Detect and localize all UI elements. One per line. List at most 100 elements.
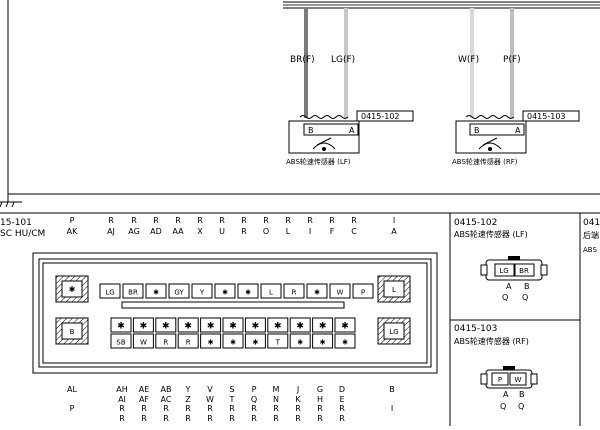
top-pin: AG bbox=[128, 227, 140, 236]
bottom-pin: T bbox=[229, 395, 235, 404]
pin-cell-label: ✱ bbox=[230, 339, 236, 347]
pin-cell-label: W bbox=[337, 289, 344, 297]
pin-cell bbox=[312, 333, 334, 349]
pin-cell bbox=[289, 317, 311, 333]
pin-cell-label: ✱ bbox=[208, 339, 214, 347]
svg-text:A: A bbox=[506, 282, 512, 291]
top-wire-color: R bbox=[108, 216, 114, 225]
pin-cell-label: Y bbox=[199, 289, 205, 297]
pin-cell bbox=[289, 333, 311, 349]
pin-cell bbox=[334, 317, 356, 333]
pin-cell-label: P bbox=[361, 289, 365, 297]
svg-text:P: P bbox=[498, 376, 502, 384]
svg-text:B: B bbox=[524, 282, 530, 291]
pin-cell bbox=[237, 283, 259, 299]
svg-text:BR: BR bbox=[519, 267, 529, 275]
bottom-pin: AF bbox=[139, 395, 149, 404]
bottom-wire-color: R bbox=[185, 414, 191, 423]
bottom-pin: G bbox=[317, 385, 323, 394]
bottom-wire-color: R bbox=[119, 414, 125, 423]
pin-cell-label: ✱ bbox=[184, 322, 192, 332]
top-wire-color: R bbox=[131, 216, 137, 225]
pin-cell-label: R bbox=[292, 289, 297, 297]
pin-cell bbox=[244, 317, 266, 333]
top-wire-color: R bbox=[329, 216, 335, 225]
bottom-wire-color: R bbox=[207, 414, 213, 423]
pin-cell bbox=[177, 317, 199, 333]
bottom-wire-color: R bbox=[295, 414, 301, 423]
top-wire-color: R bbox=[153, 216, 159, 225]
pin-cell bbox=[132, 333, 154, 349]
svg-text:B: B bbox=[474, 126, 480, 135]
top-wire-color: I bbox=[393, 216, 395, 225]
top-pin: U bbox=[219, 227, 225, 236]
bottom-wire-color: R bbox=[163, 404, 169, 413]
top-wire-color: R bbox=[219, 216, 225, 225]
pin-cell-label: ✱ bbox=[314, 289, 320, 297]
pin-cell-label: ✱ bbox=[117, 322, 125, 332]
pin-cell bbox=[110, 317, 132, 333]
bottom-pin: E bbox=[339, 395, 344, 404]
svg-text:A: A bbox=[503, 390, 509, 399]
bottom-wire-color: R bbox=[273, 414, 279, 423]
top-pin: L bbox=[286, 227, 291, 236]
panel-cut-line3: ABS bbox=[583, 246, 597, 254]
bottom-pin: AI bbox=[118, 395, 126, 404]
bottom-pin: W bbox=[206, 395, 214, 404]
panel-lf-caption: ABS轮速传感器 (LF) bbox=[454, 229, 528, 239]
pin-cell-label: W bbox=[140, 339, 147, 347]
bottom-wire-color: I bbox=[391, 404, 393, 413]
bottom-wire-color: P bbox=[70, 404, 75, 413]
svg-text:Q: Q bbox=[518, 402, 524, 411]
svg-text:A: A bbox=[515, 126, 521, 135]
bottom-wire-color: R bbox=[317, 404, 323, 413]
pin-cell-label: ✱ bbox=[341, 322, 349, 332]
pin-row-2a: ✱✱✱✱✱✱✱✱✱✱✱ bbox=[110, 317, 356, 333]
pin-cell bbox=[267, 317, 289, 333]
pin-cell bbox=[222, 317, 244, 333]
right-terminal-top: L bbox=[377, 275, 411, 303]
pin-cell-label: R bbox=[186, 339, 191, 347]
bottom-pin: AH bbox=[116, 385, 128, 394]
bottom-wire-color: R bbox=[141, 414, 147, 423]
pin-cell-label: GY bbox=[174, 289, 184, 297]
top-pin: C bbox=[351, 227, 357, 236]
pin-cell bbox=[214, 283, 236, 299]
panel-cut-line2: 后端 bbox=[583, 230, 599, 240]
right-terminal-bottom: LG bbox=[377, 317, 411, 345]
left-terminal-bottom: B bbox=[55, 317, 89, 345]
bottom-pin: AL bbox=[67, 385, 77, 394]
top-wire-color: P bbox=[70, 216, 75, 225]
top-pin: R bbox=[241, 227, 247, 236]
svg-text:Q: Q bbox=[502, 293, 508, 302]
bottom-wire-color: R bbox=[339, 414, 345, 423]
wire-label-w: W(F) bbox=[458, 55, 479, 65]
bottom-pin: Y bbox=[185, 385, 191, 394]
svg-text:A: A bbox=[349, 126, 355, 135]
ground-symbol bbox=[0, 194, 22, 208]
pin-cell-label: ✱ bbox=[140, 322, 148, 332]
pin-cell bbox=[283, 283, 305, 299]
svg-text:B: B bbox=[70, 328, 75, 336]
pin-cell-label: ✱ bbox=[245, 289, 251, 297]
panel-lf: 0415-102 ABS轮速传感器 (LF) LG BR A B Q Q bbox=[454, 218, 548, 302]
svg-text:B: B bbox=[308, 126, 314, 135]
pin-cell bbox=[244, 333, 266, 349]
top-wire-color: R bbox=[351, 216, 357, 225]
top-pin: AJ bbox=[107, 227, 115, 236]
pin-cell-label: ✱ bbox=[162, 322, 170, 332]
sensor-lf-caption: ABS轮速传感器 (LF) bbox=[286, 157, 351, 166]
bottom-pin: V bbox=[207, 385, 213, 394]
top-pin: O bbox=[263, 227, 269, 236]
bottom-wire-color: R bbox=[163, 414, 169, 423]
bottom-wire-color: R bbox=[185, 404, 191, 413]
pin-cell-label: SB bbox=[116, 339, 125, 347]
connector-panels bbox=[0, 212, 600, 426]
pin-cell bbox=[312, 317, 334, 333]
